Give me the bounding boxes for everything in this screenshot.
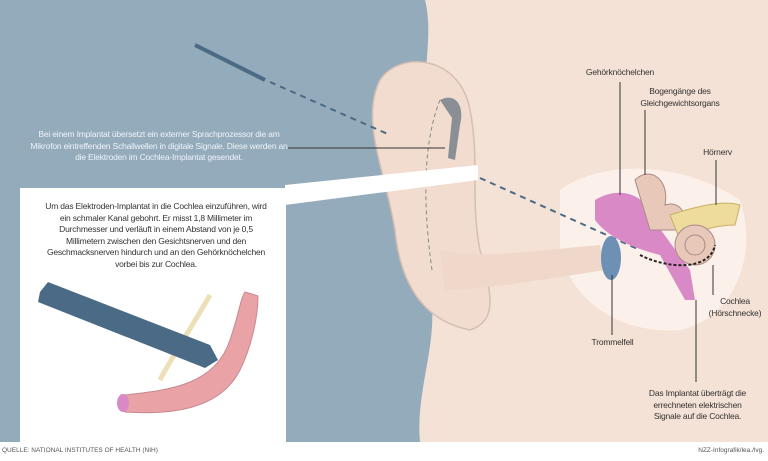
ear-canal bbox=[440, 245, 605, 290]
intro-text: Bei einem Implantat übersetzt ein extern… bbox=[30, 129, 288, 162]
electrode-dashed bbox=[639, 244, 716, 267]
label-eardrum: Trommelfell bbox=[591, 337, 634, 347]
cochlea-shape bbox=[674, 224, 716, 266]
drill-tool bbox=[38, 282, 218, 368]
inset-text: Um das Elektroden-Implantat in die Cochl… bbox=[45, 201, 267, 269]
label-cochlea: Cochlea (Hörschnecke) bbox=[708, 296, 762, 318]
label-ossicles: Gehörknöchelchen bbox=[585, 67, 655, 77]
cochlea-inner bbox=[684, 234, 706, 256]
label-semicircular: Bogengänge des Gleichgewichtsorgans bbox=[640, 86, 720, 108]
eardrum-shape bbox=[601, 236, 621, 280]
tube-end bbox=[117, 394, 129, 412]
label-nerve: Hörnerv bbox=[703, 147, 732, 157]
label-implant: Das Implantat überträgt die errechneten … bbox=[648, 388, 747, 421]
middle-ear-pink bbox=[595, 192, 695, 300]
tool-far bbox=[194, 43, 266, 82]
credit-footer: NZZ-Infografik/lea./lvg. bbox=[698, 447, 764, 454]
leader-lines bbox=[288, 82, 717, 382]
inset-illustration bbox=[38, 282, 259, 414]
source-footer: QUELLE: NATIONAL INSTITUTES OF HEALTH (N… bbox=[2, 447, 158, 454]
speech-processor bbox=[440, 97, 462, 160]
inset-pointer bbox=[285, 165, 478, 205]
ear-illustration bbox=[0, 0, 768, 442]
cochlea-tube bbox=[124, 291, 259, 414]
